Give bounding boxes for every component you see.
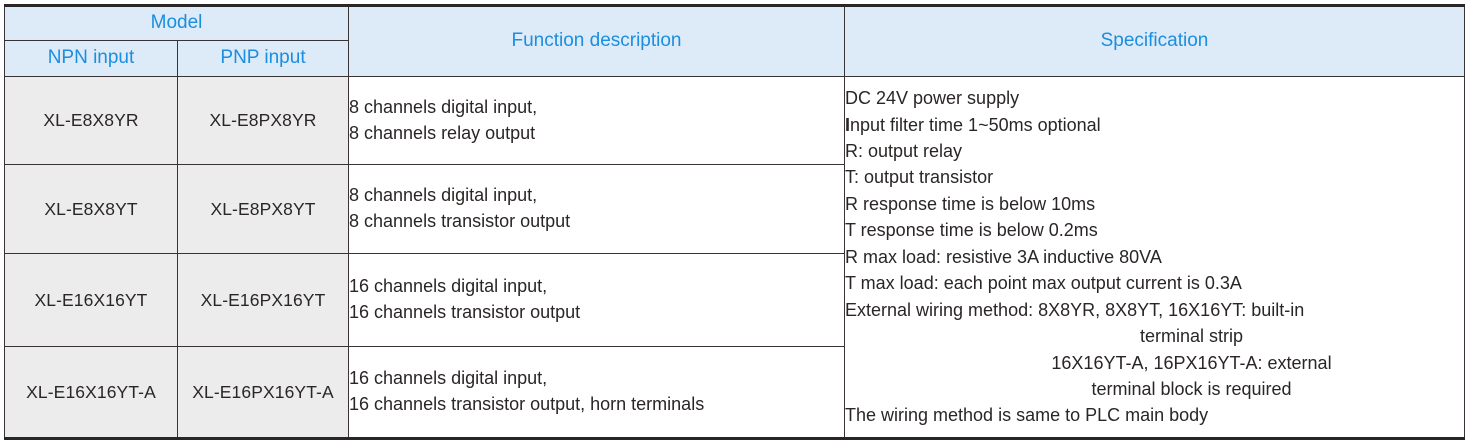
function-line: 8 channels transistor output — [349, 211, 571, 231]
cell-function-description: 8 channels digital input, 8 channels rel… — [348, 76, 845, 165]
spec-line: T max load: each point max output curren… — [845, 273, 1242, 294]
cell-npn-model: XL-E8X8YR — [4, 76, 178, 165]
spec-line-rest: nput filter time 1~50ms optional — [850, 114, 1101, 135]
cell-npn-model: XL-E16X16YT — [4, 253, 178, 347]
cell-function-description: 16 channels digital input, 16 channels t… — [348, 346, 845, 439]
cell-npn-model: XL-E16X16YT-A — [4, 346, 178, 439]
cell-pnp-model: XL-E8PX8YT — [177, 164, 349, 254]
specification-table-container: Model Function description Specification… — [4, 4, 1465, 440]
spec-line: External wiring method: 8X8YR, 8X8YT, 16… — [845, 299, 1305, 320]
table-row: XL-E8X8YT XL-E8PX8YT 8 channels digital … — [4, 164, 1465, 254]
header-function-description: Function description — [348, 5, 845, 77]
function-line: 16 channels transistor output — [349, 302, 581, 322]
table-header: Model Function description Specification… — [4, 5, 1465, 77]
cell-specification: DC 24V power supply Input filter time 1~… — [844, 76, 1465, 439]
table-row: XL-E8X8YR XL-E8PX8YR 8 channels digital … — [4, 76, 1465, 439]
header-model-group: Model — [4, 5, 349, 41]
header-row-sub: NPN input PNP input — [4, 40, 1465, 77]
cell-npn-model: XL-E8X8YT — [4, 164, 178, 254]
function-line: 16 channels transistor output, horn term… — [349, 394, 705, 414]
spec-line-emphasis: I — [845, 114, 851, 135]
header-pnp-input: PNP input — [177, 40, 349, 77]
function-line: 16 channels digital input, — [349, 276, 548, 297]
table-body: XL-E8X8YR XL-E8PX8YR 8 channels digital … — [4, 76, 1465, 439]
cell-pnp-model: XL-E16PX16YT — [177, 253, 349, 347]
cell-pnp-model: XL-E8PX8YR — [177, 76, 349, 165]
function-line: 8 channels relay output — [349, 122, 536, 143]
cell-pnp-model: XL-E16PX16YT-A — [177, 346, 349, 439]
cell-function-description: 16 channels digital input, 16 channels t… — [348, 253, 845, 347]
spec-line: The wiring method is same to PLC main bo… — [845, 405, 1209, 426]
function-line: 16 channels digital input, — [349, 368, 548, 389]
product-specification-table: Model Function description Specification… — [4, 4, 1465, 440]
spec-line: R: output relay — [845, 140, 963, 161]
header-npn-input: NPN input — [4, 40, 178, 77]
header-row-top: Model Function description Specification — [4, 5, 1465, 77]
header-specification: Specification — [844, 5, 1465, 77]
spec-line: T response time is below 0.2ms — [845, 220, 1098, 241]
spec-line: Input filter time 1~50ms optional — [845, 112, 1464, 138]
function-line: 8 channels digital input, — [349, 185, 538, 206]
spec-line: T: output transistor — [845, 167, 994, 188]
spec-line: terminal block is required — [1091, 379, 1292, 400]
table-row: XL-E16X16YT XL-E16PX16YT 16 channels dig… — [4, 253, 1465, 347]
spec-line: 16X16YT-A, 16PX16YT-A: external — [1051, 352, 1332, 373]
table-row: XL-E16X16YT-A XL-E16PX16YT-A 16 channels… — [4, 346, 1465, 439]
cell-function-description: 8 channels digital input, 8 channels tra… — [348, 164, 845, 254]
function-line: 8 channels digital input, — [349, 96, 538, 117]
spec-line: terminal strip — [1139, 326, 1244, 347]
spec-line: R max load: resistive 3A inductive 80VA — [845, 246, 1162, 267]
spec-line: R response time is below 10ms — [845, 193, 1096, 214]
spec-line: DC 24V power supply — [845, 88, 1020, 109]
